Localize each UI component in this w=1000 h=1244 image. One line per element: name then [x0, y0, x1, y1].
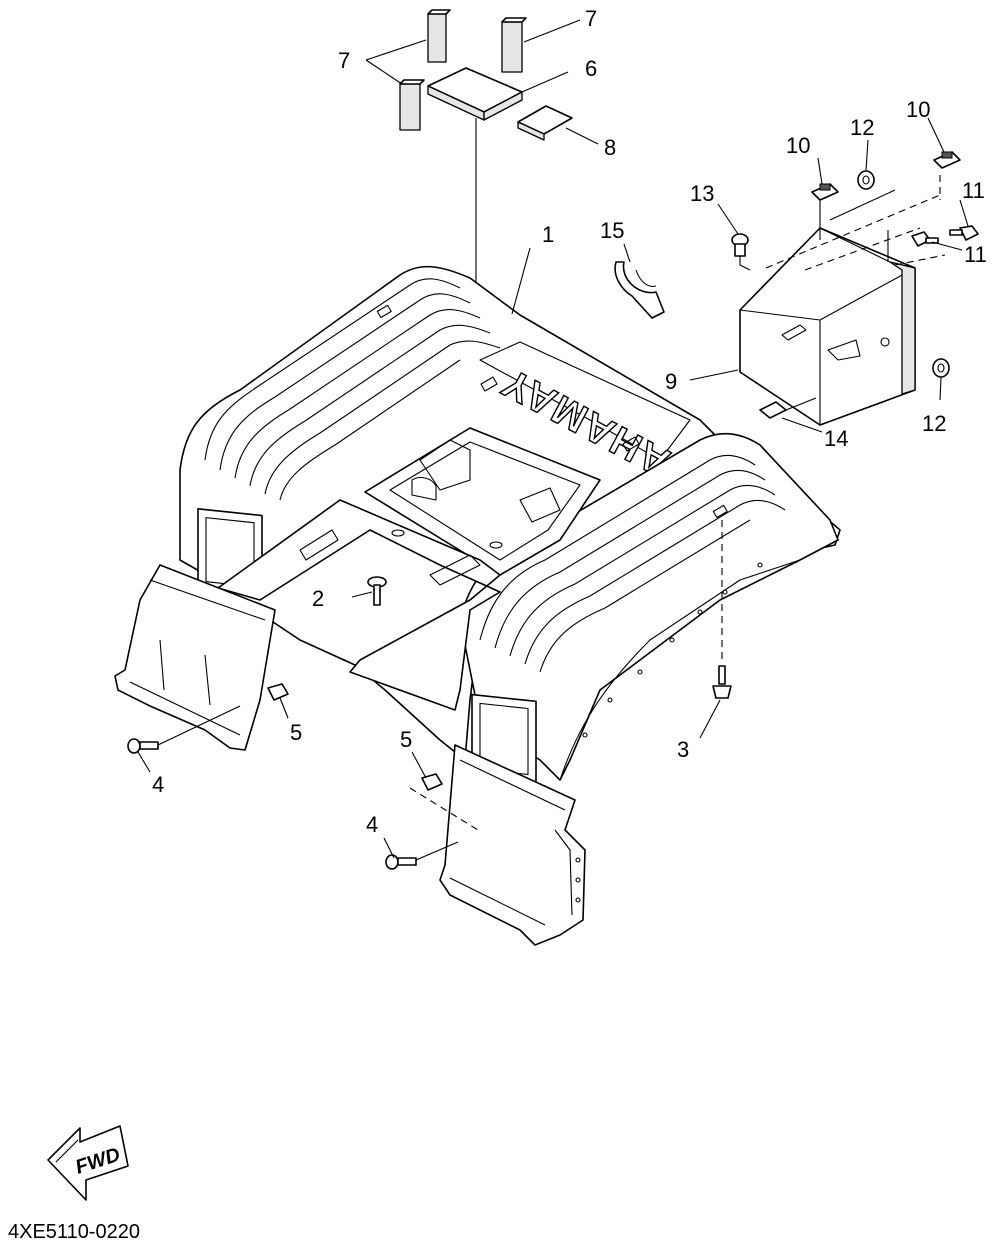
callout-8: 8: [604, 135, 616, 160]
fwd-arrow-icon: FWD: [47, 1125, 129, 1201]
callout-13: 13: [690, 181, 714, 206]
pad-7-left: [399, 79, 425, 131]
callout-9: 9: [665, 369, 677, 394]
callout-12-top: 12: [850, 115, 874, 140]
pad-6: [427, 67, 523, 121]
screw-4-left: [127, 738, 159, 754]
clip-10-right: [933, 151, 961, 169]
callout-1: 1: [542, 222, 554, 247]
pad-7-top-right: [501, 17, 527, 73]
callout-3: 3: [677, 737, 689, 762]
callout-4-right: 4: [366, 812, 378, 837]
callout-11-bottom: 11: [964, 242, 987, 267]
clamp-14: [759, 397, 817, 419]
rear-fender: YAMAHA: [114, 265, 841, 946]
callout-12-bottom: 12: [922, 411, 946, 436]
callout-7-left: 7: [338, 48, 350, 73]
pad-7-top-left: [427, 9, 451, 63]
nut-5-left: [267, 683, 289, 701]
grommet-12-bottom: [932, 358, 950, 378]
screw-4-right: [385, 854, 417, 870]
clip-10-left: [811, 183, 839, 201]
callout-10-right: 10: [906, 97, 930, 122]
tool-box-9: [739, 227, 916, 426]
callout-5-left: 5: [290, 720, 302, 745]
bolt-2: [367, 576, 387, 606]
callout-4-left: 4: [152, 772, 164, 797]
callout-14: 14: [824, 426, 848, 451]
pad-8: [517, 105, 573, 141]
bolt-3: [712, 665, 732, 699]
grommet-12-top: [857, 170, 875, 190]
callout-5-right: 5: [400, 727, 412, 752]
callout-6: 6: [585, 56, 597, 81]
holder-15: [614, 261, 665, 319]
callout-15: 15: [600, 218, 624, 243]
rivet-13: [731, 233, 749, 257]
callout-7-right: 7: [585, 6, 597, 31]
bolt-11-bottom: [911, 231, 939, 247]
callout-11-top: 11: [962, 178, 985, 203]
diagram-code: 4XE5110-0220: [8, 1221, 140, 1243]
callout-10-left: 10: [786, 133, 810, 158]
nut-5-right: [421, 773, 443, 791]
bolt-11-top: [949, 225, 979, 241]
callout-2: 2: [312, 586, 324, 611]
